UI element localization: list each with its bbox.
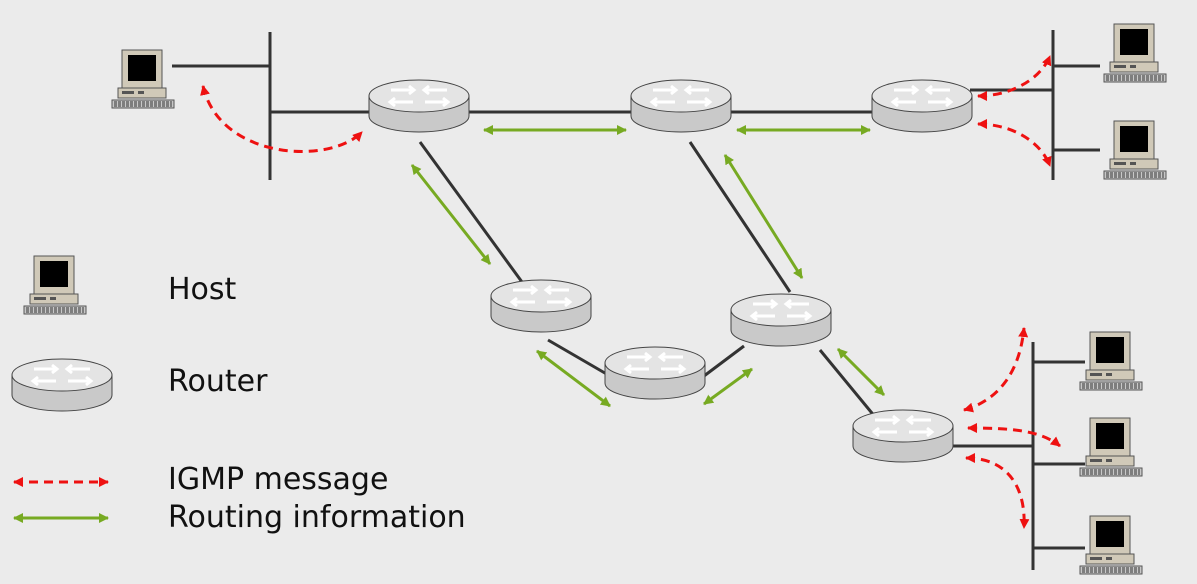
- host-icon: [1079, 331, 1143, 391]
- legend-routing-label: Routing information: [168, 500, 466, 535]
- router-icon: [729, 292, 833, 348]
- host-icon: [1079, 417, 1143, 477]
- legend-host-label: Host: [168, 272, 237, 307]
- router-icon: [851, 408, 955, 464]
- legend-host-icon: [23, 255, 87, 315]
- router-icon: [870, 78, 974, 134]
- host-icon: [111, 49, 175, 109]
- legend-router-label: Router: [168, 364, 268, 399]
- legend-igmp-label: IGMP message: [168, 462, 389, 497]
- igmp-arrows: [200, 55, 1061, 529]
- host-icon: [1103, 23, 1167, 83]
- host-icon: [1079, 515, 1143, 575]
- router-icon: [367, 78, 471, 134]
- router-icon: [603, 345, 707, 401]
- legend-router-icon: [10, 357, 114, 413]
- routing-arrows: [410, 125, 886, 408]
- host-icon: [1103, 120, 1167, 180]
- router-icon: [629, 78, 733, 134]
- router-icon: [489, 278, 593, 334]
